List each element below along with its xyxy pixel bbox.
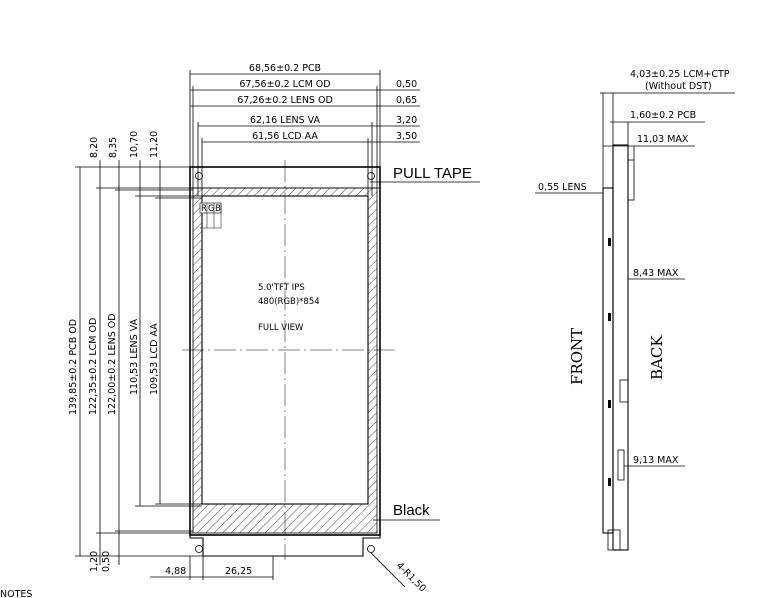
- mounting-hole-br: [367, 545, 375, 553]
- panel-line-type: 5.0'TFT IPS: [258, 283, 305, 293]
- bottom-dimensions: 4,88 26,25 4-R1,50: [150, 552, 428, 594]
- panel-line-resolution: 480(RGB)*854: [258, 297, 320, 307]
- dim-offset-320: 3,20: [396, 115, 417, 126]
- dim-bottom-2625: 26,25: [225, 566, 252, 577]
- dim-offset-350: 3,50: [396, 131, 417, 142]
- dim-corner-radius: 4-R1,50: [394, 560, 428, 594]
- rgb-g: G: [208, 204, 215, 214]
- label-pull-tape: PULL TAPE: [393, 165, 472, 182]
- side-component-top: [627, 159, 635, 201]
- side-fpc: [607, 529, 621, 551]
- side-component-mid: [619, 379, 629, 403]
- dim-pcb-height: 139,85±0.2 PCB OD: [68, 319, 79, 415]
- side-dim-lens: 0,55 LENS: [538, 182, 587, 193]
- dim-offset-065: 0,65: [396, 95, 417, 106]
- dim-lens-od-height: 122,00±0.2 LENS OD: [107, 313, 118, 415]
- dim-pcb-width: 68,56±0.2 PCB: [249, 63, 321, 74]
- dim-bottom-120: 1,20: [89, 551, 100, 572]
- mounting-hole-bl: [195, 545, 203, 553]
- side-pcb-body: [612, 144, 629, 551]
- rgb-b: B: [215, 204, 221, 214]
- rgb-r: R: [201, 204, 207, 214]
- dim-lcd-aa-width: 61,56 LCD AA: [252, 131, 318, 142]
- pcb-bottom-tab: [189, 535, 381, 557]
- side-label-back: BACK: [648, 335, 666, 380]
- mounting-hole-tr: [367, 172, 375, 180]
- dim-lcd-aa-height: 109,53 LCD AA: [149, 323, 160, 395]
- notes-fragment: NOTES: [0, 589, 32, 598]
- side-dim-843: 8,43 MAX: [633, 268, 679, 279]
- panel-line-view: FULL VIEW: [258, 323, 304, 333]
- dim-top-835: 8,35: [108, 137, 119, 158]
- side-dim-total: 4,03±0.25 LCM+CTP: [630, 69, 730, 80]
- dim-lens-va-height: 110,53 LENS VA: [129, 318, 140, 395]
- dim-top-820: 8,20: [89, 137, 100, 158]
- dim-lens-va-width: 62,16 LENS VA: [250, 115, 321, 126]
- width-dimensions: 68,56±0.2 PCB 67,56±0.2 LCM OD 67,26±0.2…: [189, 63, 420, 196]
- dim-bottom-050: 0,50: [101, 551, 112, 572]
- front-view: R G B 5.0'TFT IPS 480(RGB)*854 FULL VIEW…: [0, 63, 480, 598]
- dim-top-1120: 11,20: [149, 131, 160, 158]
- dim-lcm-width: 67,56±0.2 LCM OD: [239, 79, 330, 90]
- height-dimensions: 139,85±0.2 PCB OD 122,35±0.2 LCM OD 122,…: [68, 131, 203, 572]
- dim-lens-od-width: 67,26±0.2 LENS OD: [237, 95, 333, 106]
- side-view: 4,03±0.25 LCM+CTP (Without DST) 1,60±0.2…: [535, 69, 735, 551]
- mounting-hole-tl: [195, 172, 203, 180]
- side-dim-1103: 11,03 MAX: [637, 134, 689, 145]
- dim-top-1070: 10,70: [129, 131, 140, 158]
- label-black: Black: [393, 502, 430, 519]
- side-dim-pcb: 1,60±0.2 PCB: [630, 110, 696, 121]
- side-component-low: [617, 449, 625, 481]
- pcb-outline: [189, 166, 381, 536]
- dim-lcm-height: 122,35±0.2 LCM OD: [88, 318, 99, 415]
- side-dim-913: 9,13 MAX: [633, 455, 679, 466]
- dim-offset-050: 0,50: [396, 79, 417, 90]
- side-label-front: FRONT: [568, 328, 586, 385]
- dim-bottom-488: 4,88: [165, 566, 186, 577]
- side-dim-without-dst: (Without DST): [645, 81, 712, 92]
